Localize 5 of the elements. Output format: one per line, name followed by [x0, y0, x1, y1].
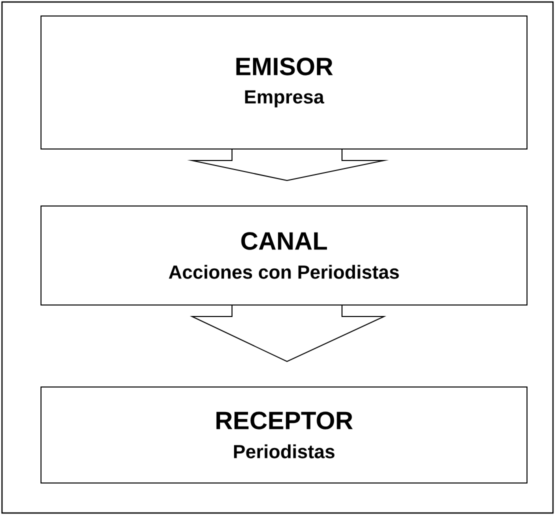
block-arrow — [187, 149, 389, 182]
process-box: EMISOR Empresa — [40, 16, 528, 150]
process-box: RECEPTOR Periodistas — [40, 386, 528, 484]
block-arrow — [190, 305, 386, 362]
process-box: CANAL Acciones con Periodistas — [40, 206, 528, 306]
